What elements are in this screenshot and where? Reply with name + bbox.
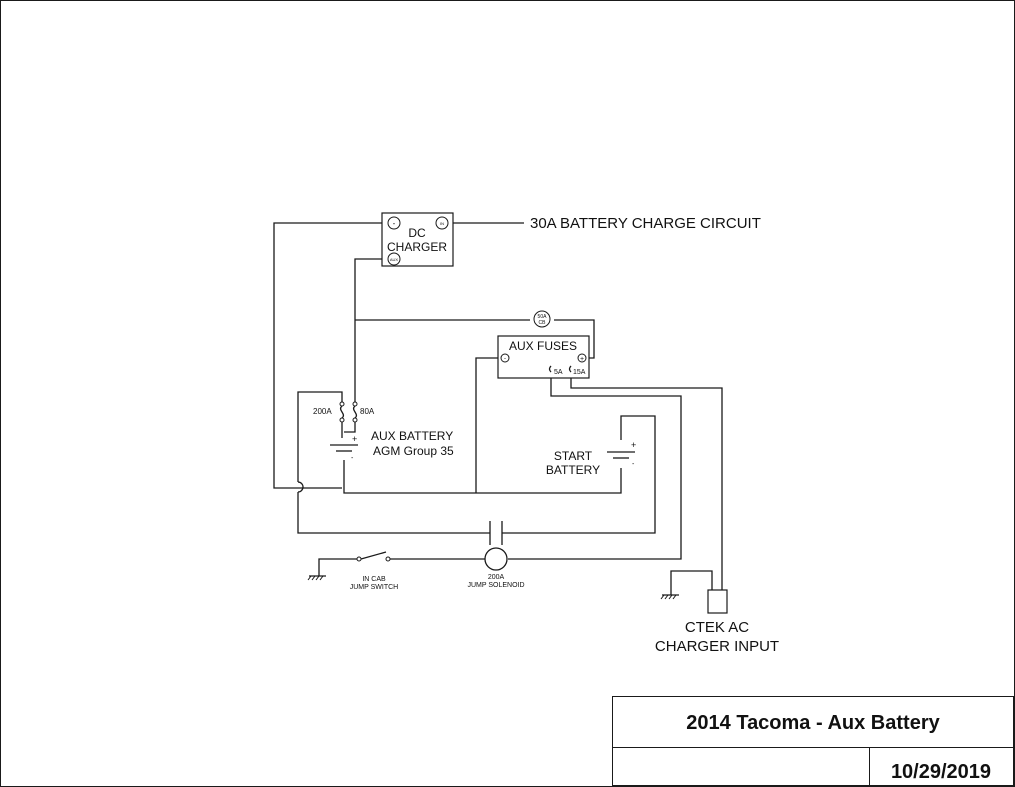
ctek-label-1: CTEK AC	[685, 619, 749, 636]
title-block-date: 10/29/2019	[891, 761, 991, 783]
ground-switch-tick-1	[307, 575, 312, 581]
aux-battery-minus: -	[351, 455, 354, 462]
ground-symbol-switch	[307, 575, 326, 581]
ground-symbol-ctek	[660, 594, 679, 600]
ground-ctek-tick-2	[664, 594, 669, 600]
ctek-label-2: CHARGER INPUT	[655, 638, 779, 655]
dc-charger-label-1: DC	[408, 226, 426, 240]
fuse-80a-bottom-node	[352, 417, 358, 423]
aux-fuses-box	[497, 335, 590, 379]
wire-fuse80-to-battery	[344, 422, 356, 433]
start-battery-minus: -	[632, 461, 635, 468]
wires	[273, 222, 723, 595]
jump-solenoid-label-2: JUMP SOLENOID	[467, 582, 524, 589]
ground-switch-tick-2	[311, 575, 316, 581]
title-block-frame	[612, 696, 1014, 786]
ctek-connector	[707, 589, 728, 614]
fuse-80a-label: 80A	[360, 407, 375, 416]
fuse-80a-top-node	[352, 401, 358, 407]
ground-switch-tick-3	[315, 575, 320, 581]
aux-fuses-label: AUX FUSES	[509, 339, 577, 353]
dc-charger-in-label: IN	[440, 221, 444, 226]
fuse-200a-symbol	[339, 405, 345, 419]
wire-aux-to-solenoid	[297, 492, 490, 534]
aux-battery-plus: +	[352, 434, 357, 444]
start-battery-plus: +	[631, 440, 636, 450]
aux-fuse-5a-label: 5A	[554, 369, 563, 376]
wire-15a-fuse	[570, 372, 723, 590]
aux-fuses-positive-terminal	[577, 353, 587, 363]
title-block-title: 2014 Tacoma - Aux Battery	[686, 712, 940, 734]
dc-charger-negative-label: -	[393, 219, 396, 228]
jump-switch-label-1: IN CAB	[362, 576, 386, 583]
fuse-80a-symbol	[352, 405, 358, 419]
circuit-breaker-label-2: CB	[539, 320, 547, 326]
wire-fuses-negative	[475, 357, 503, 493]
aux-battery-label-1: AUX BATTERY	[371, 429, 453, 443]
wire-aux-negative	[343, 460, 622, 494]
ground-ctek-tick-4	[672, 594, 677, 600]
dc-charger: DC CHARGER - IN AUX	[381, 212, 454, 267]
jump-switch-lever	[360, 551, 387, 560]
solenoid-coil	[484, 547, 508, 571]
wire-aux-positive-arc	[297, 481, 304, 493]
ground-switch-tick-4	[319, 575, 324, 581]
aux-fuses: AUX FUSES - + 5A 15A	[497, 335, 590, 379]
wire-breaker-to-fuses	[554, 319, 595, 359]
jump-solenoid: 200A JUMP SOLENOID	[467, 521, 525, 589]
wire-5a-fuse	[508, 372, 682, 560]
jump-switch-node-left	[356, 556, 362, 562]
title-block: 2014 Tacoma - Aux Battery 10/29/2019	[612, 696, 1014, 786]
jump-switch: IN CAB JUMP SWITCH	[350, 551, 398, 591]
fuse-200a-label: 200A	[313, 407, 332, 416]
ctek-input: CTEK AC CHARGER INPUT	[655, 589, 779, 655]
start-battery: + - START BATTERY	[546, 440, 636, 477]
start-battery-label-2: BATTERY	[546, 463, 600, 477]
wire-switch-ground	[318, 558, 358, 576]
start-battery-label-1: START	[554, 449, 593, 463]
aux-fuse-15a-label: 15A	[573, 369, 586, 376]
aux-fuse-15a-symbol	[568, 365, 572, 373]
wire-charger-negative	[273, 222, 388, 489]
aux-fuses-negative-label: -	[504, 356, 506, 362]
dc-charger-negative-terminal	[387, 216, 401, 230]
aux-fuses-positive-label: +	[580, 356, 584, 363]
jump-switch-node-right	[385, 556, 391, 562]
fuse-200a-top-node	[339, 401, 345, 407]
aux-battery-label-2: AGM Group 35	[373, 444, 454, 458]
main-fuses: 200A 80A	[313, 401, 375, 423]
aux-battery: + - AUX BATTERY AGM Group 35	[330, 429, 454, 462]
aux-fuses-negative-terminal	[500, 353, 510, 363]
dc-charger-aux-terminal	[387, 252, 401, 266]
dc-charger-in-terminal	[435, 216, 449, 230]
ground-ctek-tick-1	[660, 594, 665, 600]
wire-start-positive	[502, 415, 656, 534]
circuit-breaker-symbol	[533, 310, 551, 328]
circuit-breaker-label-1: 50A	[538, 314, 548, 320]
dc-charger-aux-label: AUX	[390, 257, 399, 262]
jump-solenoid-label-1: 200A	[488, 574, 505, 581]
jump-switch-label-2: JUMP SWITCH	[350, 584, 398, 591]
ground-ctek-tick-3	[668, 594, 673, 600]
dc-charger-label-2: CHARGER	[387, 240, 447, 254]
wire-ctek-ground	[670, 570, 713, 595]
fuse-200a-bottom-node	[339, 417, 345, 423]
wire-aux-positive	[297, 391, 343, 482]
charge-circuit-label: 30A BATTERY CHARGE CIRCUIT	[530, 215, 761, 232]
aux-fuse-5a-symbol	[548, 365, 552, 373]
wire-charger-aux	[354, 258, 388, 404]
circuit-breaker: 50A CB	[533, 310, 551, 328]
